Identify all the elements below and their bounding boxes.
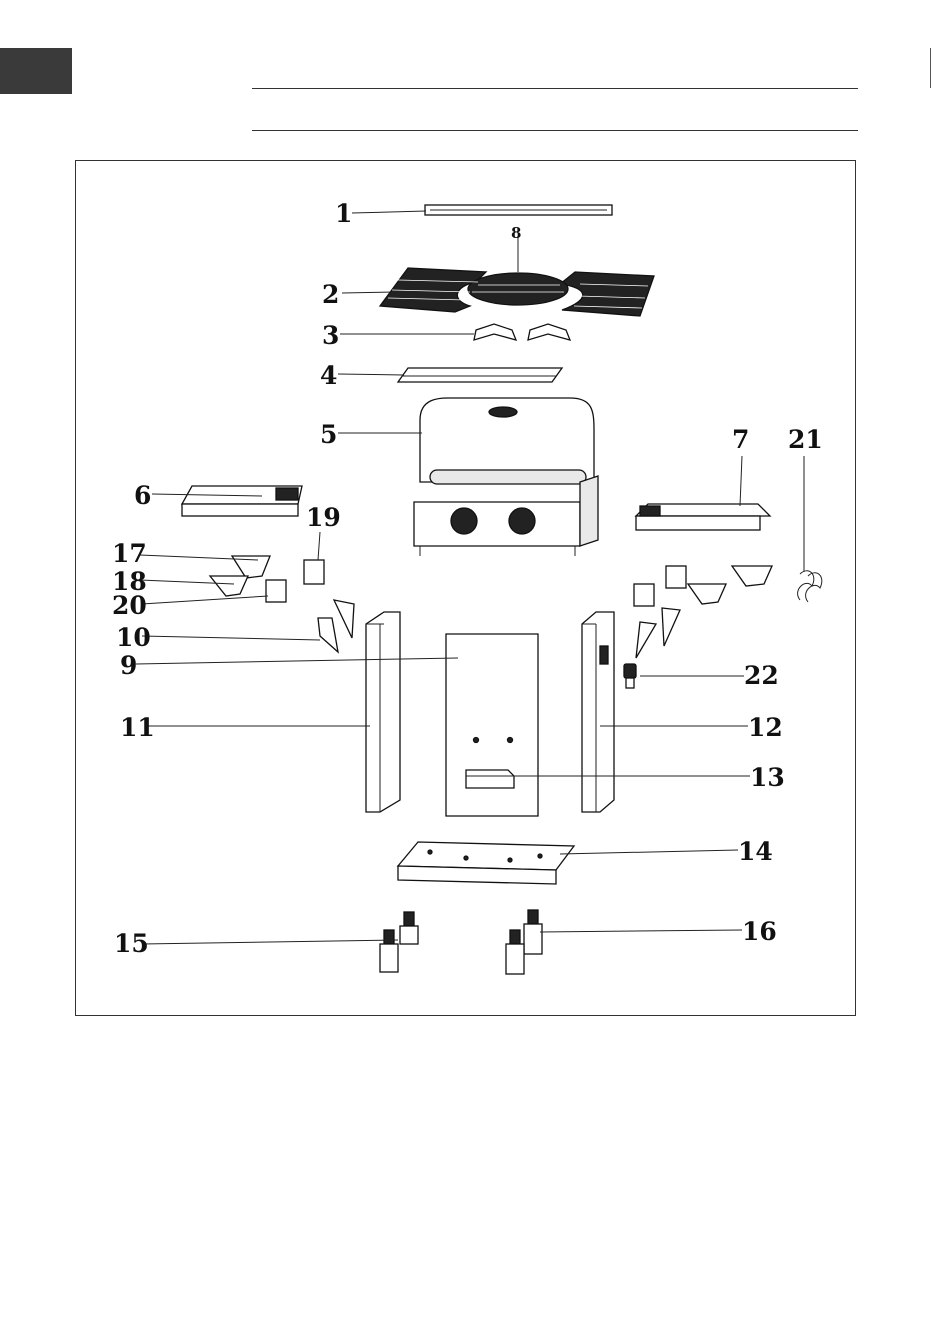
part-back-panel bbox=[446, 634, 538, 816]
part-right-cart-panel bbox=[582, 612, 614, 812]
callout-20: 20 bbox=[112, 591, 147, 620]
part-right-side-shelf bbox=[636, 504, 770, 530]
callout-7: 7 bbox=[732, 425, 749, 454]
part-grease-tray bbox=[398, 368, 562, 382]
callout-22: 22 bbox=[744, 661, 779, 690]
part-igniter bbox=[624, 664, 636, 688]
part-right-shelf-brackets bbox=[634, 566, 772, 606]
part-left-cart-panel bbox=[366, 612, 400, 812]
callout-16: 16 bbox=[742, 917, 777, 946]
callout-17: 17 bbox=[112, 539, 147, 568]
callout-19: 19 bbox=[306, 503, 341, 532]
callout-4: 4 bbox=[320, 361, 337, 390]
callout-14: 14 bbox=[738, 837, 773, 866]
callout-2: 2 bbox=[322, 280, 339, 309]
part-locking-casters bbox=[380, 912, 418, 972]
part-left-shelf-brackets bbox=[210, 556, 324, 602]
part-tank-holder bbox=[466, 770, 514, 788]
callout-8: 8 bbox=[511, 224, 521, 242]
callout-13: 13 bbox=[750, 763, 785, 792]
part-hooks bbox=[798, 571, 822, 602]
callout-5: 5 bbox=[320, 420, 337, 449]
part-casters bbox=[506, 910, 542, 974]
part-grill-head bbox=[414, 398, 598, 556]
callout-9: 9 bbox=[120, 651, 137, 680]
part-cooking-grates bbox=[380, 268, 654, 316]
callout-11: 11 bbox=[120, 713, 155, 742]
callout-12: 12 bbox=[748, 713, 783, 742]
callout-10: 10 bbox=[116, 623, 151, 652]
callout-6: 6 bbox=[134, 481, 151, 510]
part-flame-tamers bbox=[474, 324, 570, 340]
part-left-side-shelf bbox=[182, 486, 302, 516]
callout-15: 15 bbox=[114, 929, 149, 958]
callout-3: 3 bbox=[322, 321, 339, 350]
part-bottom-shelf bbox=[398, 842, 574, 884]
callout-1: 1 bbox=[335, 199, 352, 228]
part-warming-rack bbox=[425, 205, 612, 215]
callout-21: 21 bbox=[788, 425, 823, 454]
